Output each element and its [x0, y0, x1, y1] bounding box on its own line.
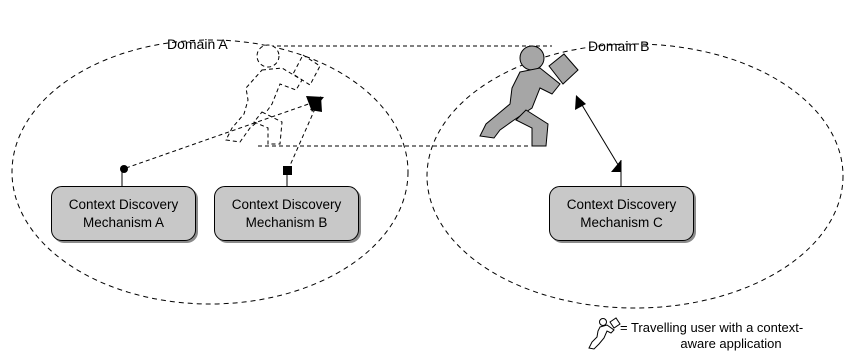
- legend-text: = Travelling user with a context- aware …: [620, 320, 842, 352]
- connection-mechanism-b: [283, 96, 322, 186]
- mechanism-a-line1: Context Discovery: [68, 196, 179, 212]
- domain-a-boundary: [11, 39, 409, 305]
- mechanism-c-line2: Mechanism C: [580, 214, 663, 230]
- domain-b-label: Domain B: [588, 38, 650, 54]
- mechanism-b-line1: Context Discovery: [231, 196, 342, 212]
- mechanism-c-line1: Context Discovery: [566, 196, 677, 212]
- domain-b-boundary: [426, 43, 844, 309]
- legend-line1: = Travelling user with a context-: [620, 320, 804, 335]
- legend-line2: aware application: [680, 336, 782, 351]
- mechanism-a-line2: Mechanism A: [82, 214, 165, 230]
- connection-mechanism-a: [120, 96, 324, 186]
- mechanism-b-box: Context Discovery Mechanism B: [214, 186, 359, 241]
- domain-a-label: Domain A: [167, 36, 228, 52]
- mechanism-b-line2: Mechanism B: [245, 214, 328, 230]
- legend-user-icon: [588, 317, 621, 350]
- connection-mechanism-c: [575, 95, 622, 186]
- mechanism-a-box: Context Discovery Mechanism A: [51, 186, 196, 241]
- mechanism-c-box: Context Discovery Mechanism C: [549, 186, 694, 241]
- travelling-user-figure: [479, 45, 579, 147]
- ghost-user-figure: [225, 44, 321, 145]
